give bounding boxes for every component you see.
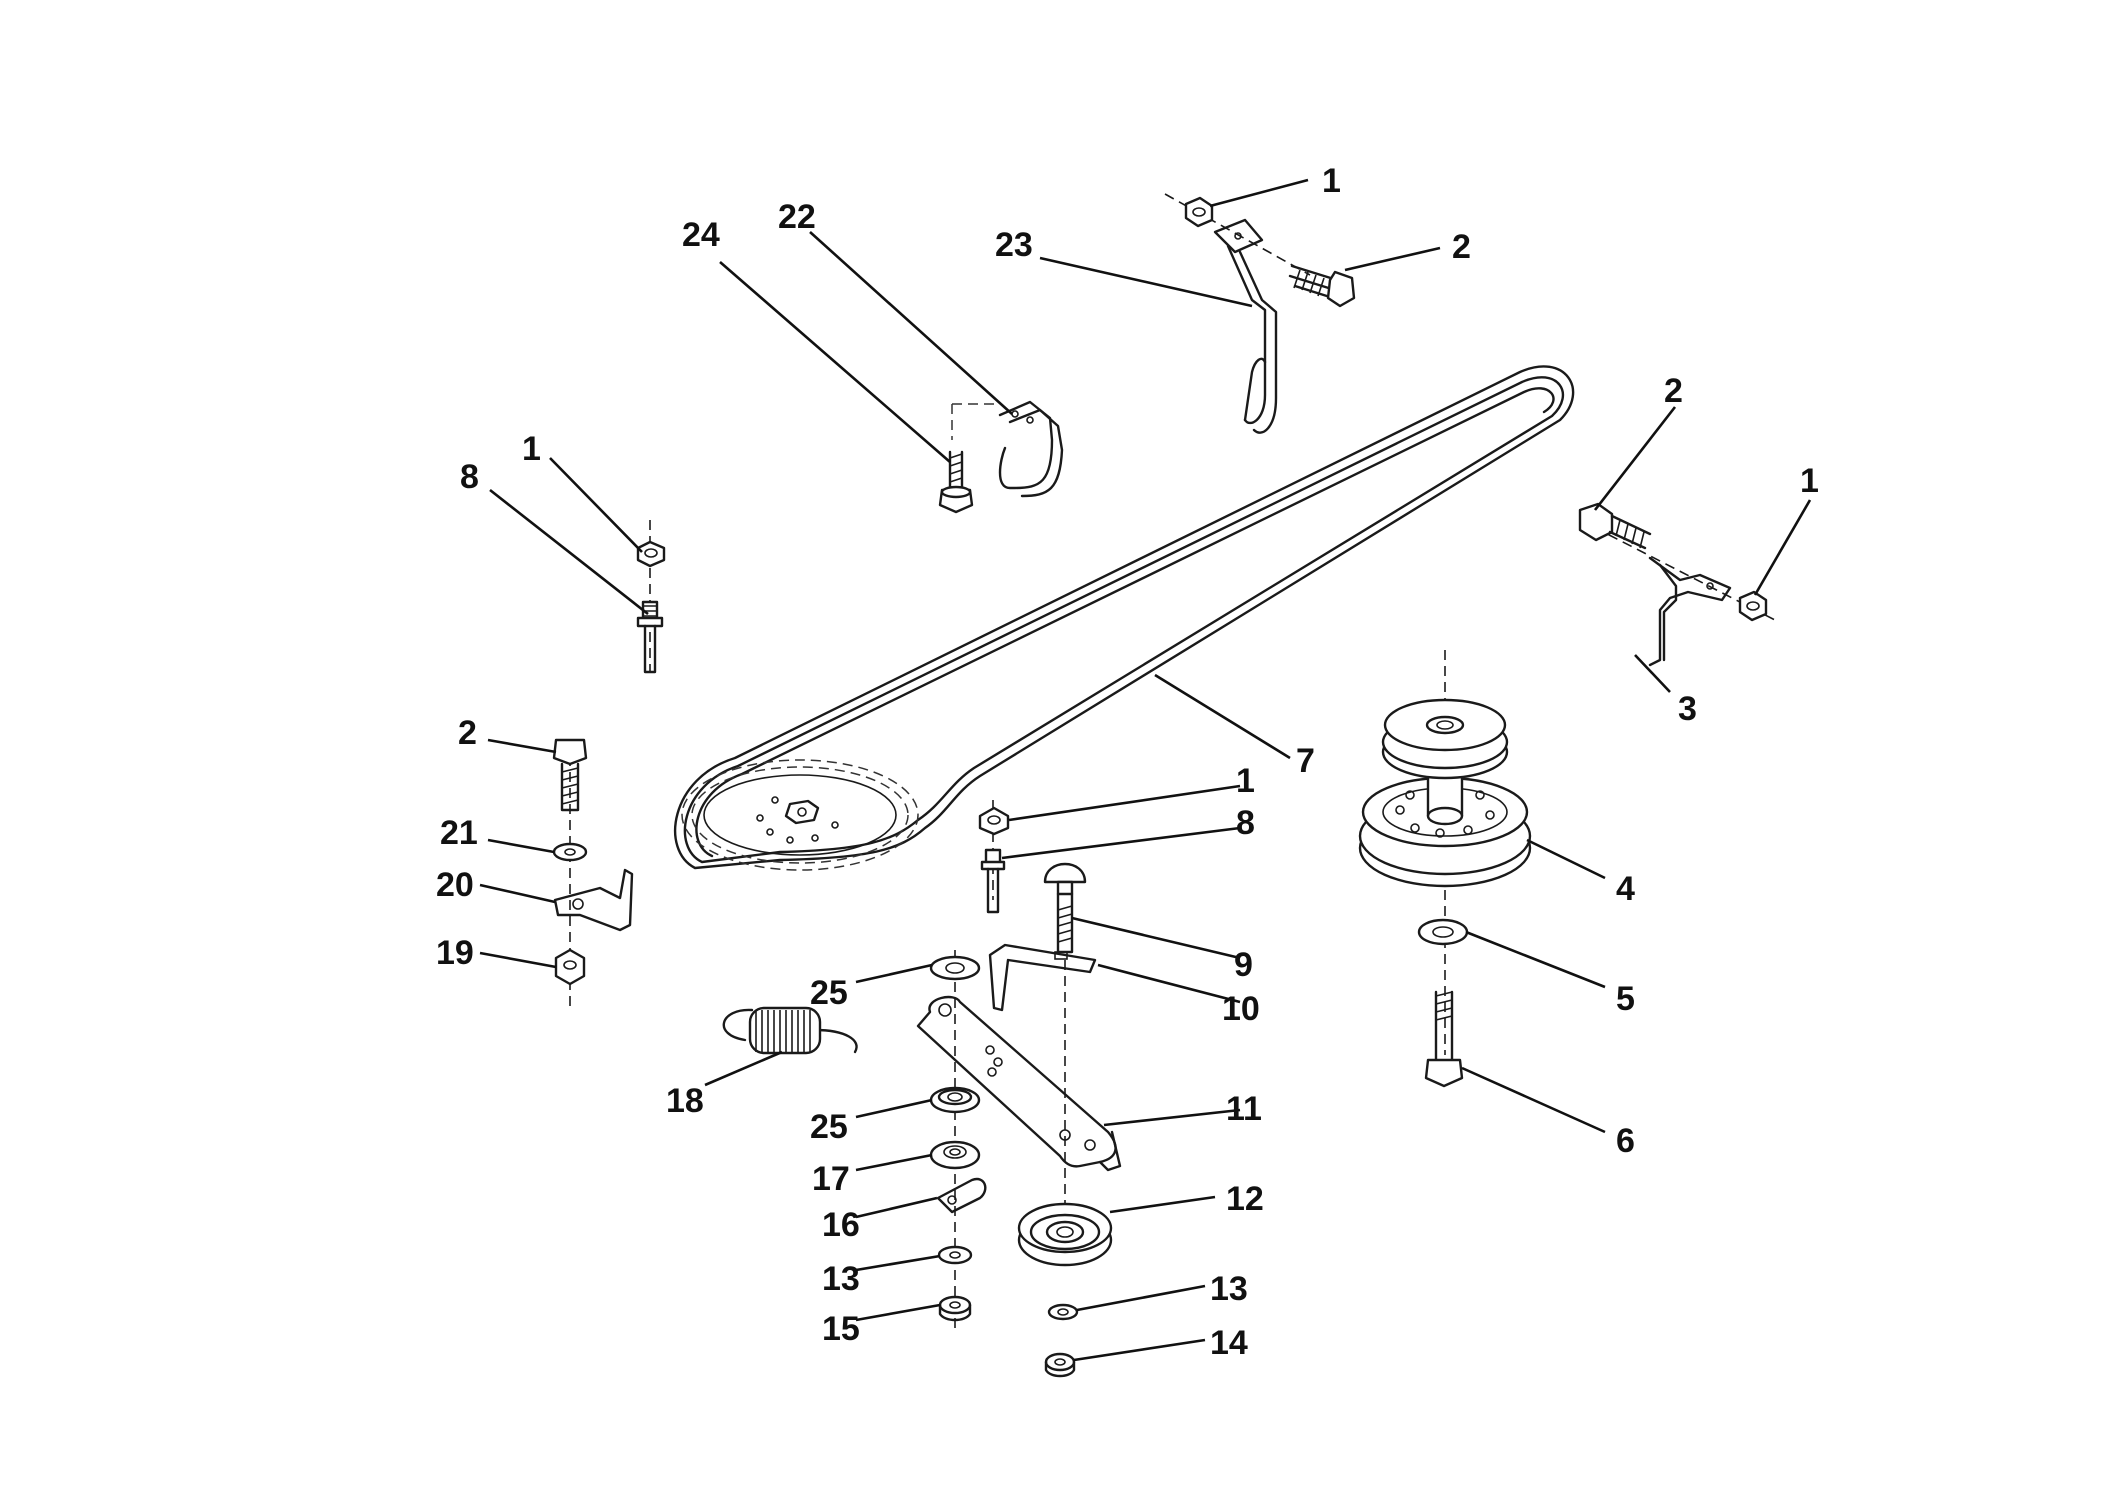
- idler-pulley-12: [1017, 1202, 1113, 1267]
- callout-4: 4: [1616, 870, 1635, 908]
- belt-guide-bracket-top: [1164, 193, 1311, 434]
- bracket-10: [988, 943, 1097, 1012]
- callout-23: 23: [995, 226, 1033, 264]
- hex-bolt-top: [1288, 264, 1356, 308]
- bracket-16: [936, 1177, 987, 1214]
- bracket-20: [553, 868, 634, 932]
- spacer-17: [929, 1140, 981, 1170]
- flange-bolt-24: [938, 450, 974, 514]
- callout-7: 7: [1296, 742, 1315, 780]
- callout-25: 25: [810, 1108, 848, 1146]
- nut-15: [938, 1295, 972, 1322]
- pulley-hub-icon: [784, 799, 820, 825]
- callout-3: 3: [1678, 690, 1697, 728]
- idler-arm-11: [916, 995, 1122, 1172]
- carriage-bolt-9: [1043, 862, 1087, 1260]
- hex-bolt-left: [552, 738, 588, 1008]
- callout-5: 5: [1616, 980, 1635, 1018]
- callout-1: 1: [1322, 162, 1341, 200]
- callout-16: 16: [822, 1206, 860, 1244]
- washer-13-right: [1047, 1303, 1079, 1321]
- hex-nut-left: [636, 520, 666, 672]
- callout-10: 10: [1222, 990, 1260, 1028]
- drive-belt: [673, 365, 1575, 871]
- callout-13: 13: [822, 1260, 860, 1298]
- belt-guide-22: [951, 400, 1064, 498]
- flat-washer-21: [552, 842, 588, 862]
- stud-left: [636, 600, 664, 674]
- callout-17: 17: [812, 1160, 850, 1198]
- washer-25-top: [929, 950, 981, 1330]
- leader-lines: [479, 178, 1812, 1362]
- callout-9: 9: [1234, 946, 1253, 984]
- callout-20: 20: [436, 866, 474, 904]
- callout-18: 18: [666, 1082, 704, 1120]
- callout-12: 12: [1226, 1180, 1264, 1218]
- callout-25: 25: [810, 974, 848, 1012]
- callout-8: 8: [460, 458, 479, 496]
- drive-pulley-4: [1358, 650, 1532, 1055]
- washer-13-left: [937, 1245, 973, 1265]
- callout-24: 24: [682, 216, 720, 254]
- lock-washer-5: [1417, 918, 1469, 946]
- callout-13: 13: [1210, 1270, 1248, 1308]
- callout-6: 6: [1616, 1122, 1635, 1160]
- callout-19: 19: [436, 934, 474, 972]
- callout-11: 11: [1226, 1090, 1262, 1128]
- nut-14: [1044, 1352, 1076, 1378]
- callout-1: 1: [1800, 462, 1819, 500]
- callout-2: 2: [1452, 228, 1471, 266]
- stud-center: [980, 848, 1006, 914]
- hex-nut-right: [1738, 590, 1768, 622]
- callout-1: 1: [522, 430, 541, 468]
- callout-8: 8: [1236, 804, 1255, 842]
- callout-2: 2: [458, 714, 477, 752]
- hex-bolt-right: [1578, 502, 1652, 550]
- hex-bolt-6: [1424, 990, 1464, 1088]
- hex-nut-center: [978, 800, 1010, 900]
- callout-2: 2: [1664, 372, 1683, 410]
- callout-labels: 1 2 23 24 22 2 1 3 1 8 7 2 21 20 19 1 8 …: [436, 162, 1819, 1362]
- callout-21: 21: [440, 814, 478, 852]
- belt-guide-bracket-right: [1579, 519, 1776, 667]
- callout-1: 1: [1236, 762, 1255, 800]
- callout-22: 22: [778, 198, 816, 236]
- hex-nut-top: [1184, 196, 1214, 228]
- callout-15: 15: [822, 1310, 860, 1348]
- tension-spring-18: [722, 1006, 858, 1055]
- callout-14: 14: [1210, 1324, 1248, 1362]
- hex-nut-19: [554, 948, 586, 986]
- washer-25-bottom: [929, 1086, 981, 1114]
